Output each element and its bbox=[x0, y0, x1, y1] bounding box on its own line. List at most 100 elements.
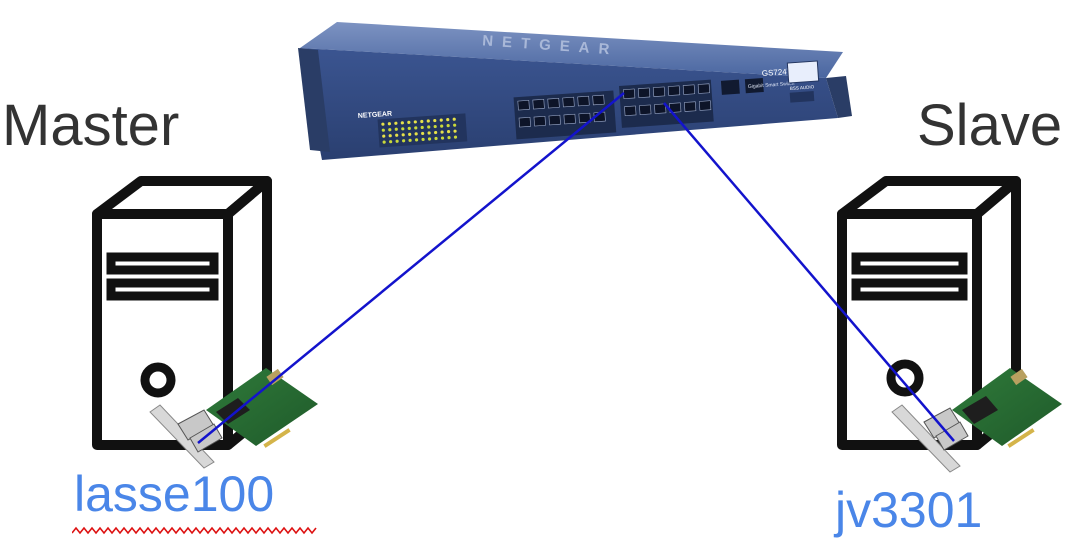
switch-status-led bbox=[427, 137, 432, 141]
switch-port-10 bbox=[563, 113, 576, 125]
switch-status-led bbox=[402, 139, 406, 143]
switch-status-led bbox=[433, 124, 437, 129]
switch-status-led bbox=[427, 125, 431, 129]
switch-port-20 bbox=[639, 104, 652, 115]
switch-status-led bbox=[452, 117, 456, 121]
slave-card-rj45-port-2 bbox=[935, 421, 969, 451]
switch-status-led bbox=[395, 139, 399, 143]
switch-status-led bbox=[400, 121, 404, 125]
master-card-port-housing bbox=[216, 398, 250, 424]
slave-card-heatsink bbox=[1010, 368, 1028, 386]
switch-status-led bbox=[446, 118, 450, 122]
switch-status-led bbox=[407, 120, 411, 124]
master-network-card bbox=[149, 368, 318, 469]
switch-port-23 bbox=[684, 101, 697, 112]
switch-port-9 bbox=[548, 114, 561, 126]
switch-port-1 bbox=[517, 100, 530, 111]
switch-port-17 bbox=[682, 84, 696, 95]
master-card-pcb bbox=[206, 368, 318, 446]
slave-network-card bbox=[891, 368, 1062, 473]
switch-status-led bbox=[388, 134, 392, 138]
slave-ethernet-cable bbox=[663, 102, 955, 442]
switch-status-led bbox=[407, 126, 411, 130]
rack-ear-right bbox=[826, 76, 852, 118]
switch-port-11 bbox=[578, 112, 591, 124]
sfp-port-1 bbox=[720, 79, 740, 95]
switch-port-18 bbox=[697, 83, 711, 94]
master-hostname: lasse100 bbox=[74, 466, 275, 522]
switch-status-led bbox=[401, 133, 405, 137]
switch-port-15 bbox=[652, 86, 666, 97]
switch-status-led bbox=[394, 127, 398, 131]
network-switch: NETGEAR NETGEAR GS724T Gigabit Smart Swi… bbox=[298, 22, 852, 160]
master-card-pcie-contacts bbox=[263, 428, 291, 448]
switch-status-led bbox=[434, 136, 438, 141]
switch-status-led bbox=[388, 128, 392, 132]
switch-status-led bbox=[427, 131, 431, 135]
switch-status-led bbox=[426, 119, 430, 123]
slave-card-port-housing bbox=[962, 396, 998, 424]
switch-status-led bbox=[408, 132, 412, 136]
switch-status-led bbox=[414, 138, 419, 142]
switch-status-led bbox=[381, 122, 385, 126]
switch-status-led bbox=[453, 135, 458, 139]
switch-brand-front: NETGEAR bbox=[358, 111, 393, 120]
slave-role-label: Slave bbox=[917, 93, 1063, 158]
switch-status-led bbox=[434, 130, 438, 135]
master-role-label: Master bbox=[2, 93, 180, 158]
switch-status-led bbox=[382, 134, 386, 138]
switch-status-led bbox=[394, 121, 398, 125]
switch-port-16 bbox=[667, 85, 681, 96]
switch-status-led bbox=[447, 136, 451, 140]
switch-status-led bbox=[421, 131, 425, 136]
switch-port-5 bbox=[577, 95, 590, 107]
master-ethernet-cable bbox=[197, 92, 625, 444]
switch-led-panel bbox=[377, 113, 468, 148]
bss-audio-badge bbox=[786, 60, 820, 84]
slave-drive-bay-2 bbox=[851, 278, 968, 301]
switch-status-led bbox=[413, 120, 417, 124]
slave-card-bracket bbox=[891, 404, 961, 473]
master-card-heatsink bbox=[266, 368, 284, 386]
console-port bbox=[789, 91, 815, 103]
master-power-button bbox=[140, 362, 176, 398]
slave-power-button bbox=[886, 359, 924, 397]
switch-top-face bbox=[300, 22, 843, 78]
spellcheck-underline bbox=[72, 526, 317, 535]
switch-subtitle: Gigabit Smart Switch bbox=[748, 81, 795, 90]
switch-status-led bbox=[440, 124, 444, 128]
switch-status-led bbox=[433, 118, 437, 123]
master-computer-tower bbox=[92, 176, 272, 450]
switch-status-led bbox=[381, 128, 385, 132]
switch-status-led bbox=[420, 119, 424, 124]
switch-status-led bbox=[382, 140, 386, 144]
switch-status-led bbox=[453, 123, 457, 127]
bss-audio-text: BSS AUDIO bbox=[790, 84, 815, 91]
switch-port-3 bbox=[547, 97, 560, 109]
master-drive-bay-1 bbox=[106, 252, 219, 275]
slave-hostname: jv3301 bbox=[835, 482, 983, 538]
switch-status-led bbox=[446, 124, 450, 128]
switch-model: GS724T bbox=[762, 67, 792, 78]
sfp-port-2 bbox=[744, 77, 764, 94]
switch-port-19 bbox=[624, 105, 637, 117]
switch-port-4 bbox=[562, 96, 575, 108]
switch-port-panel bbox=[513, 77, 764, 140]
switch-status-led bbox=[395, 133, 399, 137]
slave-card-pcb bbox=[952, 368, 1062, 446]
master-drive-bay-2 bbox=[106, 278, 219, 301]
switch-port-13 bbox=[622, 88, 636, 100]
switch-status-led bbox=[420, 125, 424, 130]
slave-card-pcie-contacts bbox=[1007, 428, 1035, 448]
switch-port-14 bbox=[637, 87, 651, 98]
switch-port-6 bbox=[592, 94, 605, 106]
switch-status-led bbox=[401, 127, 405, 131]
switch-port-21 bbox=[654, 103, 667, 114]
switch-status-led bbox=[414, 126, 418, 130]
switch-port-24 bbox=[698, 100, 712, 111]
switch-port-2 bbox=[532, 98, 545, 110]
switch-status-led bbox=[440, 130, 444, 134]
rack-ear-left bbox=[298, 48, 330, 152]
switch-status-led bbox=[408, 138, 412, 142]
switch-status-led bbox=[440, 136, 445, 140]
